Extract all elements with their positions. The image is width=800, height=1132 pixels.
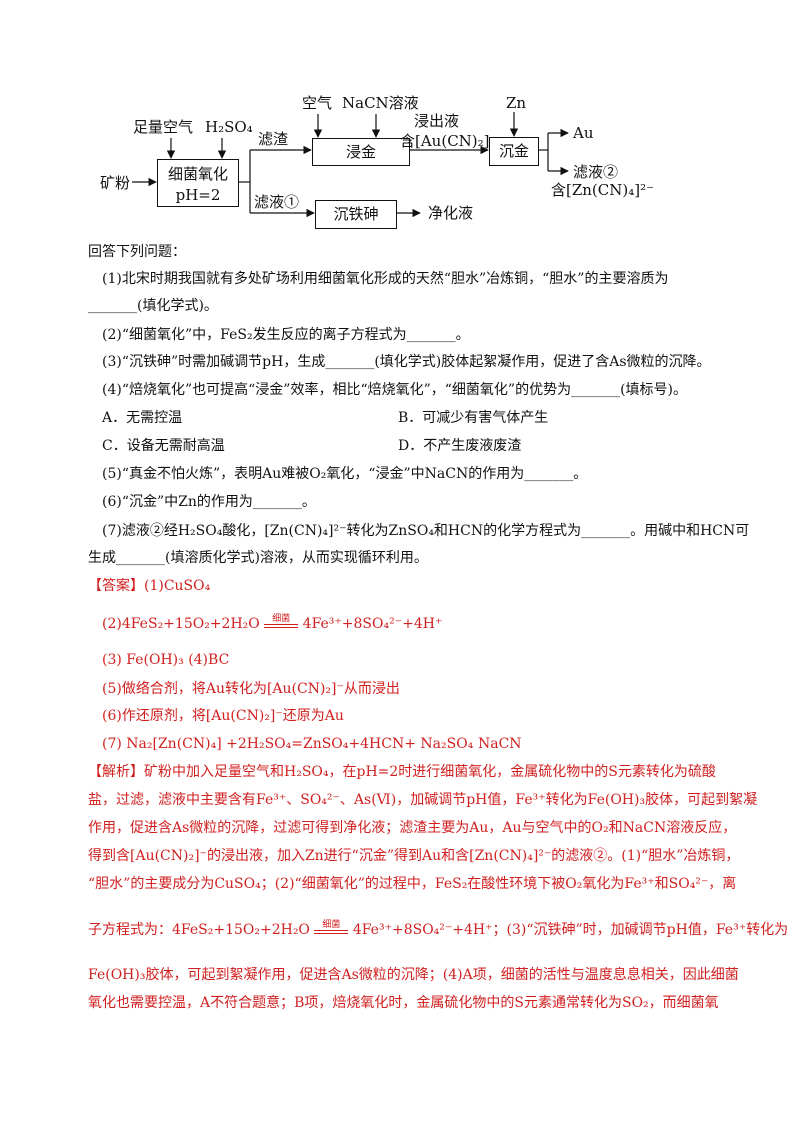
label-ore: 矿粉 [100, 174, 131, 192]
analysis-condition-label: 细菌 [322, 920, 341, 930]
question-2: (2)“细菌氧化”中，FeS₂发生反应的离子方程式为_______。 [102, 327, 470, 343]
analysis-line-6: 子方程式为：4FeS₂+15O₂+2H₂O 细菌 4Fe³⁺+8SO₄²⁻+4H… [88, 920, 789, 939]
analysis-line-6-left: 子方程式为：4FeS₂+15O₂+2H₂O [88, 922, 310, 938]
answer-6: (6)作还原剂，将[Au(CN)₂]⁻还原为Au [102, 708, 344, 724]
box-bacteria-line2: pH=2 [175, 186, 221, 204]
label-air: 空气 [302, 94, 333, 112]
box-arsenic-label: 沉铁砷 [333, 205, 379, 223]
label-air-full: 足量空气 [133, 118, 194, 136]
analysis-line-7: Fe(OH)₃胶体，可起到絮凝作用，促进含As微粒的沉降；(4)A项，细菌的活性… [88, 967, 739, 983]
label-filtrate2-contains: 含[Zn(CN)₄]²⁻ [551, 181, 655, 199]
analysis-line-2: 盐，过滤，滤液中主要含有Fe³⁺、SO₄²⁻、As(Ⅵ)，加碱调节pH值，Fe³… [88, 792, 758, 808]
analysis-line-8: 氧化也需要控温，A不符合题意；B项，焙烧氧化时，金属硫化物中的S元素通常转化为S… [88, 995, 719, 1011]
answer-1: 【答案】(1)CuSO₄ [88, 578, 211, 594]
question-5: (5)“真金不怕火炼”，表明Au难被O₂氧化，“浸金”中NaCN的作用为____… [102, 466, 588, 482]
box-precipitate-gold: 沉金 [489, 137, 539, 166]
label-h2so4: H₂SO₄ [205, 118, 253, 136]
box-precip-label: 沉金 [498, 142, 529, 160]
option-b: B．可减少有害气体产生 [398, 410, 549, 426]
answer-7-b: NaCN [478, 736, 522, 752]
question-6: (6)“沉金”中Zn的作用为_______。 [102, 494, 316, 510]
answer-2-right: 4Fe³⁺+8SO₄²⁻+4H⁺ [302, 616, 443, 632]
label-nacn: NaCN溶液 [342, 94, 419, 112]
label-purified: 净化液 [428, 204, 474, 222]
analysis-reaction-condition: 细菌 [314, 920, 349, 934]
answer-5: (5)做络合剂，将Au转化为[Au(CN)₂]⁻从而浸出 [102, 681, 400, 697]
answer-2: (2)4FeS₂+15O₂+2H₂O 细菌 4Fe³⁺+8SO₄²⁻+4H⁺ [102, 614, 443, 633]
label-filtrate1: 滤液① [254, 193, 300, 211]
question-1-line2: _______(填化学式)。 [88, 298, 218, 314]
question-4: (4)“焙烧氧化”也可提高“浸金”效率，相比“焙烧氧化”，“细菌氧化”的优势为_… [102, 382, 688, 398]
label-zn: Zn [506, 94, 527, 112]
question-7-line1: (7)滤液②经H₂SO₄酸化，[Zn(CN)₄]²⁻转化为ZnSO₄和HCN的化… [102, 523, 750, 539]
answer-3-4: (3) Fe(OH)₃ (4)BC [102, 652, 230, 668]
box-leach: 浸金 [312, 138, 410, 166]
label-au: Au [573, 124, 594, 142]
flow-diagram [132, 112, 569, 218]
label-leach-contains: 含[Au(CN)₂]⁻ [400, 132, 498, 150]
label-filtrate2: 滤液② [573, 163, 619, 181]
question-1-line1: (1)北宋时期我国就有多处矿场利用细菌氧化形成的天然“胆水”冶炼铜，“胆水”的主… [102, 271, 669, 287]
answer-2-left: (2)4FeS₂+15O₂+2H₂O [102, 616, 260, 632]
box-bacteria-oxidation: 细菌氧化 pH=2 [157, 159, 239, 207]
label-residue: 滤渣 [258, 130, 289, 148]
box-bacteria-line1: 细菌氧化 [167, 165, 228, 183]
analysis-line-5: “胆水”的主要成分为CuSO₄；(2)“细菌氧化”的过程中，FeS₂在酸性环境下… [88, 876, 737, 892]
answer-7: (7) Na₂[Zn(CN)₄] +2H₂SO₄=ZnSO₄+4HCN+ Na₂… [102, 736, 474, 752]
option-c: C．设备无需耐高温 [102, 438, 225, 454]
analysis-line-1: 【解析】矿粉中加入足量空气和H₂SO₄，在pH=2时进行细菌氧化，金属硫化物中的… [88, 764, 716, 780]
question-7-line2: 生成_______(填溶质化学式)溶液，从而实现循环利用。 [88, 550, 428, 566]
reaction-condition: 细菌 [264, 614, 299, 628]
intro: 回答下列问题： [88, 244, 186, 260]
analysis-line-6-right: 4Fe³⁺+8SO₄²⁻+4H⁺；(3)“沉铁砷”时，加碱调节pH值，Fe³⁺转… [352, 922, 789, 938]
option-d: D．不产生废液废渣 [398, 438, 522, 454]
analysis-line-3: 作用，促进含As微粒的沉降，过滤可得到净化液；滤渣主要为Au，Au与空气中的O₂… [88, 820, 737, 836]
question-3: (3)“沉铁砷”时需加碱调节pH，生成_______(填化学式)胶体起絮凝作用，… [102, 354, 711, 370]
condition-label: 细菌 [272, 614, 291, 624]
analysis-line-4: 得到含[Au(CN)₂]⁻的浸出液，加入Zn进行“沉金”得到Au和含[Zn(CN… [88, 848, 740, 864]
box-leach-label: 浸金 [345, 143, 376, 161]
option-a: A．无需控温 [102, 410, 183, 426]
box-arsenic-precipitation: 沉铁砷 [315, 200, 397, 229]
label-leach-liquid: 浸出液 [414, 112, 460, 130]
